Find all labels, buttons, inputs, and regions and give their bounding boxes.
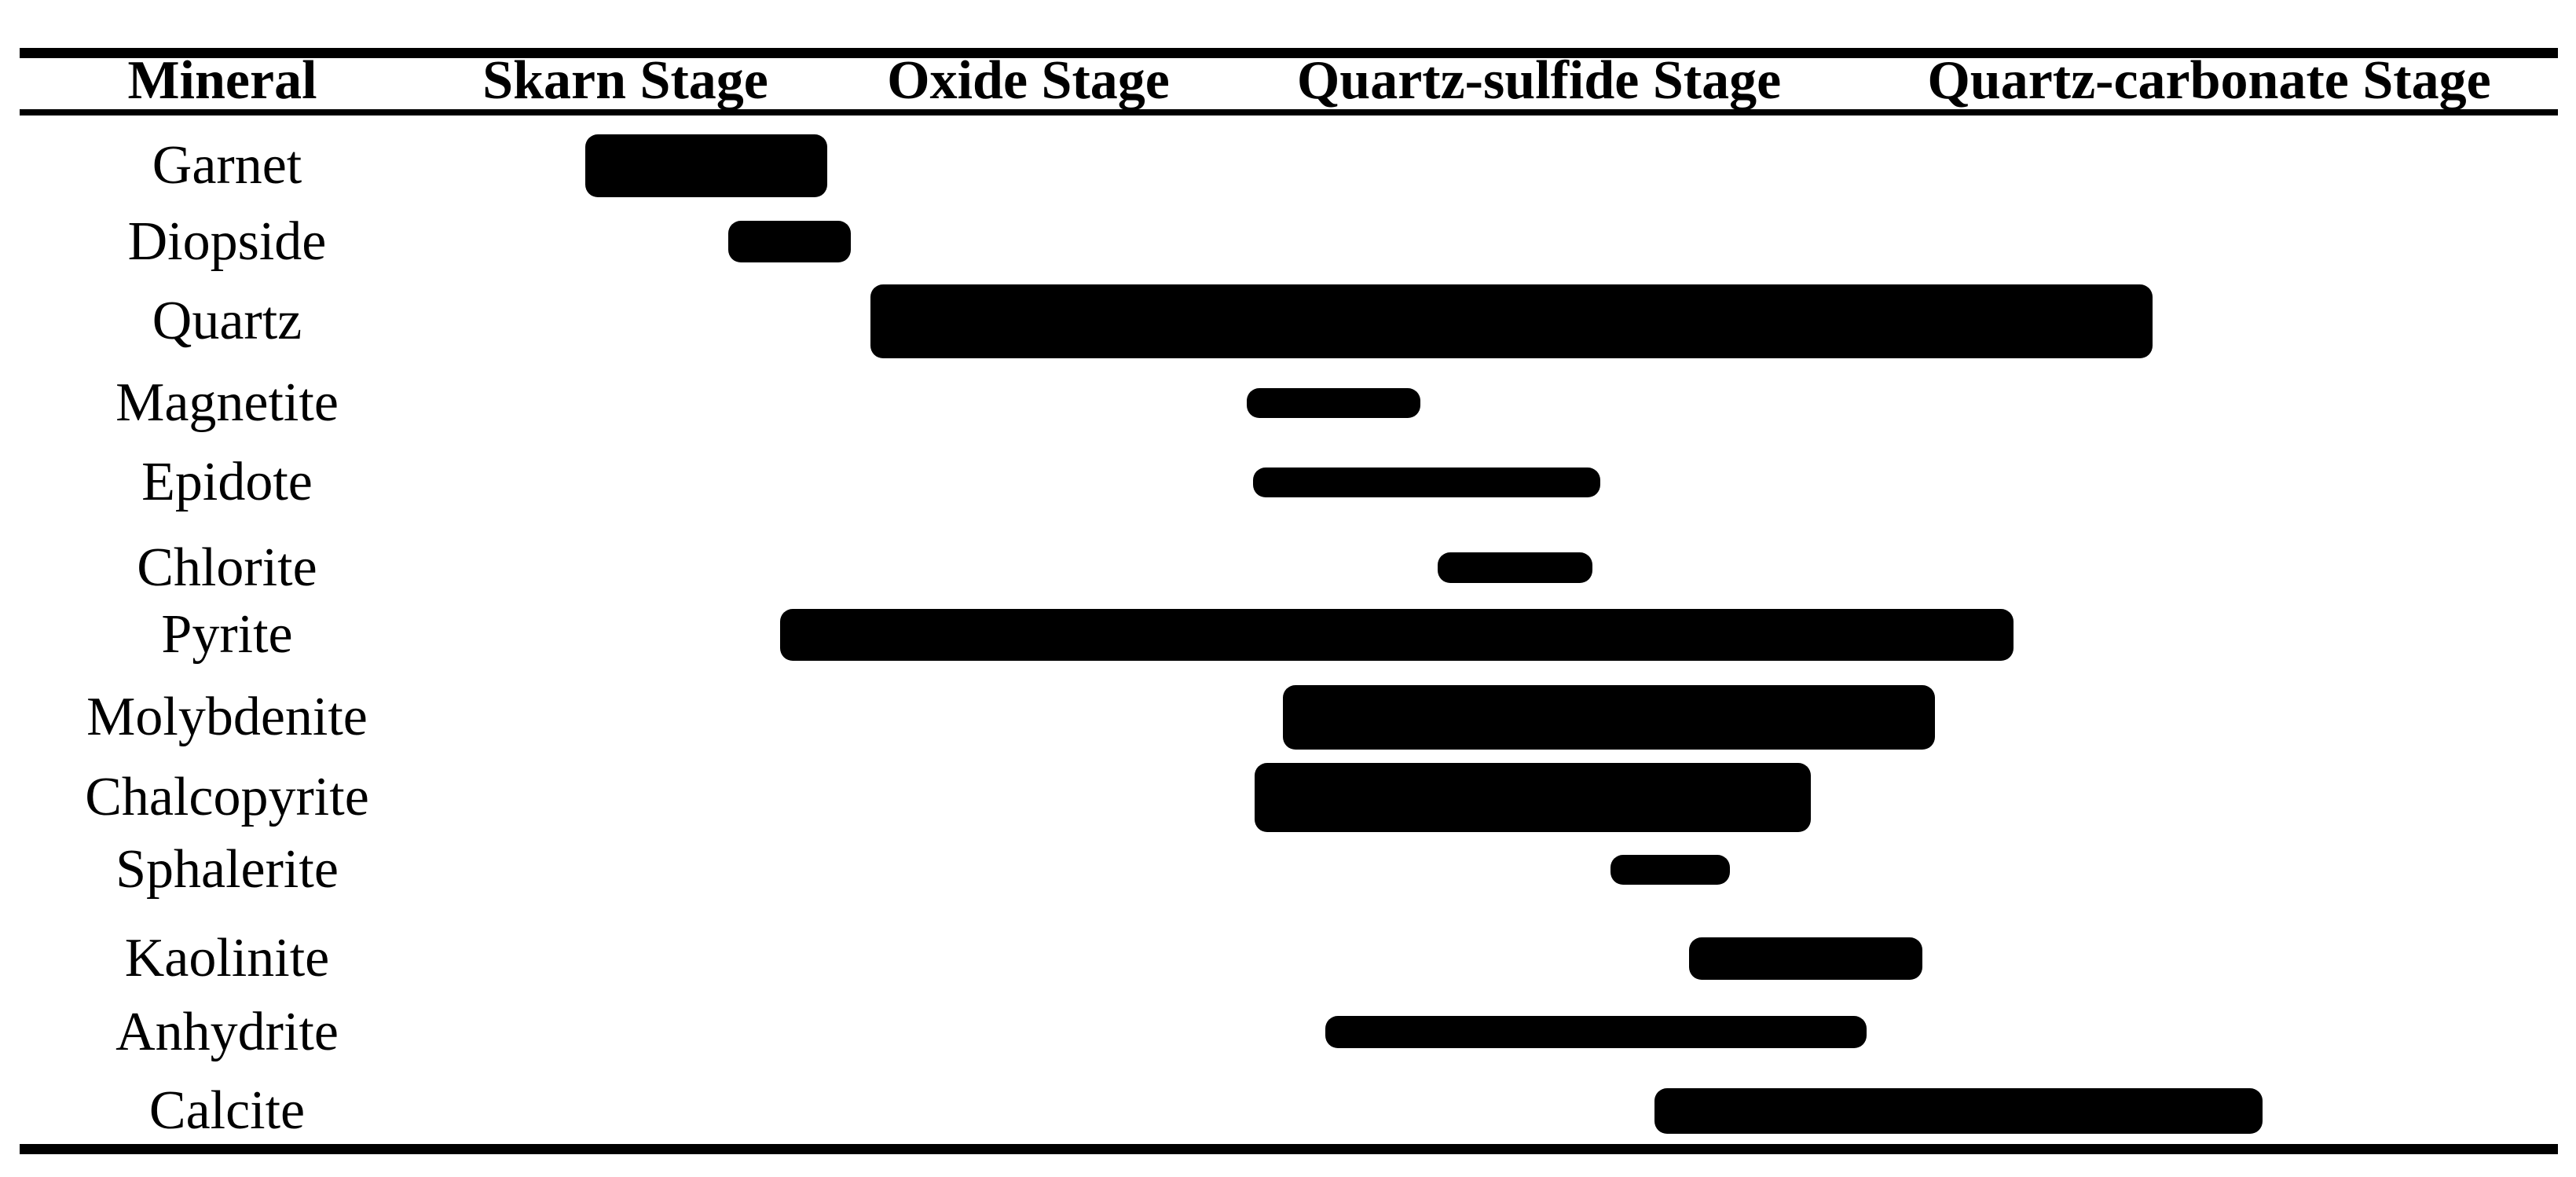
mineral-label: Pyrite bbox=[161, 604, 293, 665]
sphalerite-range-bar bbox=[1610, 855, 1730, 885]
calcite-range-bar bbox=[1654, 1088, 2263, 1134]
mineral-label: Diopside bbox=[127, 211, 327, 272]
mineral-label: Chalcopyrite bbox=[85, 767, 369, 827]
top-rule bbox=[20, 48, 2558, 58]
header-separator-rule bbox=[20, 109, 2558, 116]
pyrite-range-bar bbox=[780, 609, 2014, 661]
chlorite-range-bar bbox=[1438, 552, 1592, 583]
kaolinite-range-bar bbox=[1689, 937, 1922, 980]
mineral-label: Molybdenite bbox=[86, 687, 368, 747]
bottom-rule bbox=[20, 1144, 2558, 1154]
garnet-range-bar bbox=[585, 134, 827, 197]
mineral-label: Chlorite bbox=[137, 537, 317, 598]
mineral-label: Quartz bbox=[152, 291, 302, 351]
mineral-label: Garnet bbox=[152, 135, 302, 196]
column-header: Mineral bbox=[127, 50, 317, 111]
quartz-range-bar bbox=[870, 284, 2153, 358]
magnetite-range-bar bbox=[1247, 388, 1420, 418]
anhydrite-range-bar bbox=[1325, 1016, 1867, 1048]
column-header: Quartz-carbonate Stage bbox=[1927, 50, 2491, 111]
column-header: Oxide Stage bbox=[887, 50, 1170, 111]
mineral-label: Epidote bbox=[141, 452, 313, 512]
column-header: Skarn Stage bbox=[482, 50, 768, 111]
epidote-range-bar bbox=[1253, 468, 1600, 497]
mineral-label: Kaolinite bbox=[124, 928, 330, 988]
mineral-label: Magnetite bbox=[115, 372, 339, 433]
column-header: Quartz-sulfide Stage bbox=[1296, 50, 1782, 111]
diopside-range-bar bbox=[728, 221, 851, 262]
mineral-label: Anhydrite bbox=[115, 1001, 339, 1062]
molybdenite-range-bar bbox=[1283, 685, 1935, 750]
mineral-label: Sphalerite bbox=[115, 839, 339, 900]
chalcopyrite-range-bar bbox=[1255, 763, 1811, 832]
mineral-label: Calcite bbox=[148, 1080, 306, 1141]
